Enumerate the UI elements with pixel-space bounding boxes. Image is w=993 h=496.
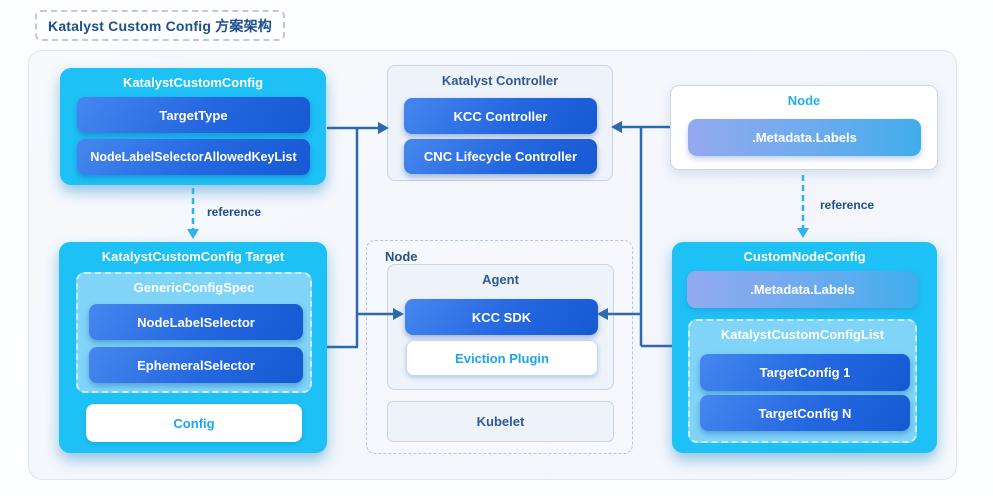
agent-title: Agent (482, 272, 519, 287)
kcc-controller-pill: KCC Controller (404, 98, 597, 134)
reference-label-left: reference (207, 205, 262, 219)
katalyst-custom-config-target-title: KatalystCustomConfig Target (101, 249, 285, 264)
generic-config-spec-title: GenericConfigSpec (133, 280, 255, 295)
target-type-pill: TargetType (77, 97, 310, 133)
node-metadata-labels-pill: .Metadata.Labels (688, 119, 921, 156)
page-title: Katalyst Custom Config 方案架构 (35, 10, 285, 41)
katalyst-custom-config-box: KatalystCustomConfig TargetType NodeLabe… (60, 68, 326, 185)
katalyst-custom-config-title: KatalystCustomConfig (122, 75, 264, 90)
custom-node-config-box: CustomNodeConfig .Metadata.Labels Kataly… (672, 242, 937, 453)
katalyst-controller-box: Katalyst Controller KCC Controller CNC L… (387, 65, 613, 181)
kcc-sdk-pill: KCC SDK (405, 299, 598, 335)
cnc-metadata-labels-pill: .Metadata.Labels (687, 271, 918, 308)
custom-node-config-title: CustomNodeConfig (743, 249, 866, 264)
target-config-n-pill: TargetConfig N (700, 395, 910, 431)
node-label-selector-pill: NodeLabelSelector (89, 304, 303, 340)
target-config-1-pill: TargetConfig 1 (700, 354, 910, 391)
ephemeral-selector-pill: EphemeralSelector (89, 347, 303, 383)
agent-box: Agent KCC SDK Eviction Plugin (387, 264, 614, 390)
eviction-plugin-pill: Eviction Plugin (406, 340, 598, 376)
node-label-selector-allowed-key-list-pill: NodeLabelSelectorAllowedKeyList (77, 139, 310, 175)
katalyst-custom-config-target-box: KatalystCustomConfig Target GenericConfi… (59, 242, 327, 453)
node-center-title: Node (385, 249, 418, 264)
katalyst-custom-config-list-box: KatalystCustomConfigList TargetConfig 1 … (688, 319, 917, 443)
node-top-title: Node (787, 93, 821, 108)
node-top-box: Node .Metadata.Labels (670, 85, 938, 170)
katalyst-controller-title: Katalyst Controller (441, 73, 559, 88)
reference-label-right: reference (820, 198, 875, 212)
config-pill: Config (86, 404, 302, 442)
cnc-lifecycle-controller-pill: CNC Lifecycle Controller (404, 139, 597, 174)
kubelet-box: Kubelet (387, 401, 614, 442)
generic-config-spec-box: GenericConfigSpec NodeLabelSelector Ephe… (76, 272, 312, 393)
node-center-box: Node Agent KCC SDK Eviction Plugin Kubel… (366, 240, 633, 454)
katalyst-custom-config-list-title: KatalystCustomConfigList (720, 327, 885, 342)
